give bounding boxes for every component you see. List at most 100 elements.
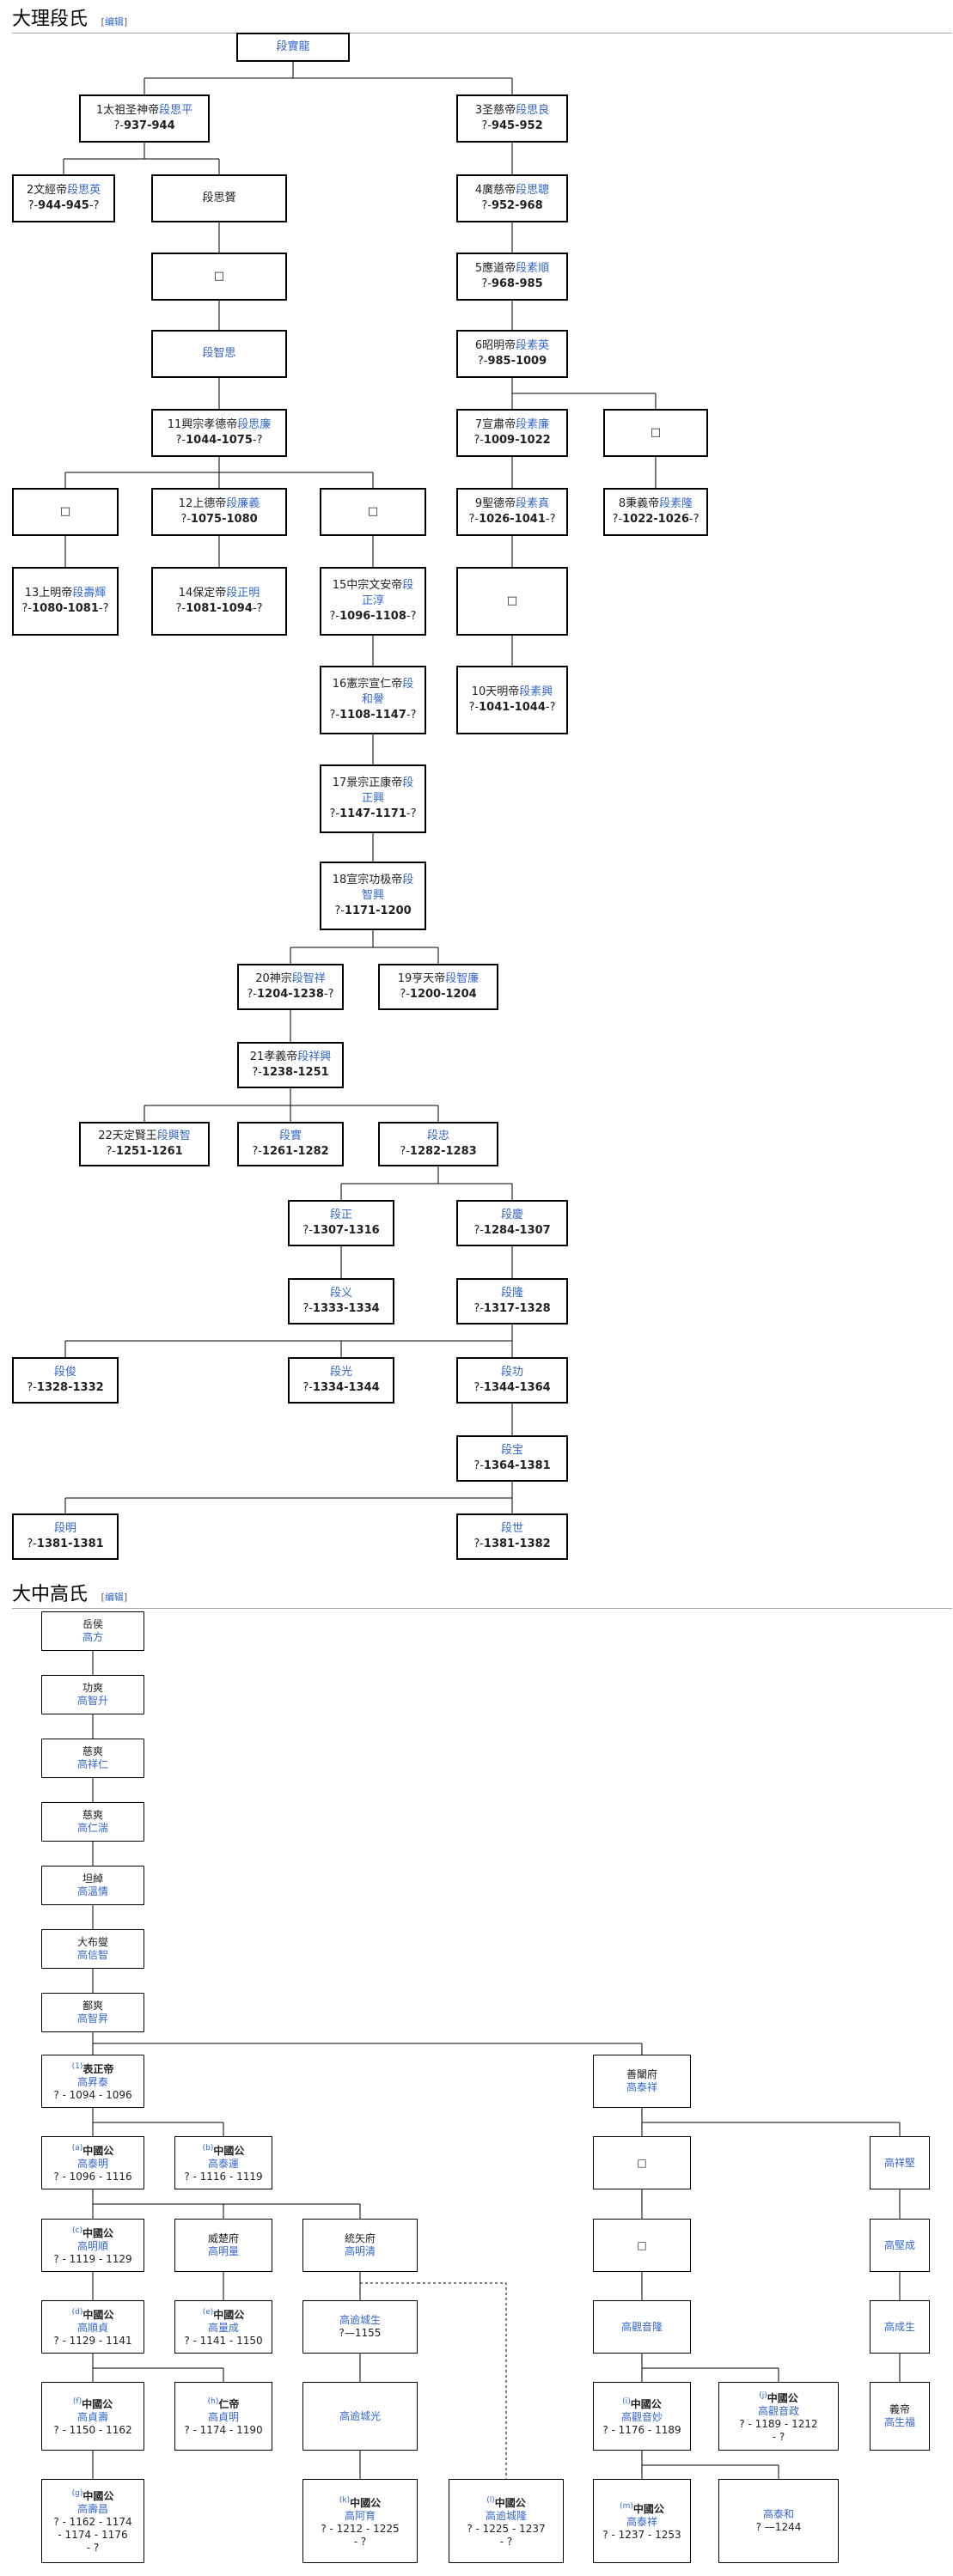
person-line: ?-1009-1022	[473, 433, 550, 448]
person-link[interactable]: 高方	[82, 1631, 103, 1643]
person-link[interactable]: 段思聰	[516, 184, 550, 197]
person-link[interactable]: 段正	[329, 1209, 352, 1221]
person-text: - ?	[86, 2542, 100, 2554]
person-line: 功爽	[82, 1682, 103, 1695]
person-line: 義帝	[889, 2403, 910, 2416]
person-text: 19亨天帝	[397, 972, 446, 985]
person-box: 段义?-1333-1334	[288, 1278, 394, 1325]
tree-connector	[64, 457, 374, 488]
person-link[interactable]: 段	[402, 579, 414, 592]
person-link[interactable]: 段正明	[226, 587, 260, 600]
person-link[interactable]: 段素真	[516, 497, 550, 510]
person-link[interactable]: 段俊	[53, 1366, 76, 1379]
person-link[interactable]: 段智廉	[445, 972, 480, 985]
person-link[interactable]: 段明	[53, 1522, 76, 1535]
person-link[interactable]: 段忠	[426, 1130, 449, 1142]
person-link[interactable]: 段素英	[516, 339, 550, 352]
person-link[interactable]: 段實	[278, 1130, 302, 1142]
person-link[interactable]: 高泰運	[207, 2158, 239, 2170]
person-link[interactable]: 段功	[500, 1366, 523, 1379]
edit-link[interactable]: 编辑	[104, 16, 124, 27]
person-link[interactable]: 高生福	[883, 2416, 915, 2428]
person-link[interactable]: 段素廉	[516, 418, 550, 431]
person-link[interactable]: 高順貞	[76, 2322, 108, 2334]
person-link[interactable]: 高智升	[76, 1695, 108, 1707]
person-link[interactable]: 高信智	[76, 1949, 108, 1961]
person-link[interactable]: 高觀音政	[757, 2404, 799, 2417]
person-link[interactable]: 高逾城隆	[485, 2509, 527, 2522]
person-link[interactable]: 段慶	[500, 1209, 523, 1221]
person-link[interactable]: 段思平	[159, 104, 193, 117]
person-link[interactable]: 高祥仁	[76, 1758, 108, 1770]
person-text: 大布燮	[76, 1936, 108, 1948]
person-text: ?-	[252, 1066, 262, 1079]
person-link[interactable]: 高明順	[76, 2240, 108, 2252]
person-link[interactable]: 段祥興	[297, 1050, 332, 1063]
person-link[interactable]: 高泰明	[76, 2158, 108, 2170]
edit-link[interactable]: 编辑	[104, 1592, 124, 1603]
person-box: 善闡府高泰祥	[593, 2055, 691, 2108]
person-text: -?	[323, 988, 334, 1001]
person-link[interactable]: 正興	[361, 792, 384, 805]
person-link[interactable]: 段宝	[500, 1444, 523, 1457]
person-line: 22天定賢王段興智	[98, 1129, 191, 1144]
footnote-marker: (h)	[207, 2397, 219, 2406]
person-link[interactable]: 高逾城生	[339, 2314, 381, 2326]
person-text: ?-	[302, 1224, 313, 1237]
person-link[interactable]: 段	[402, 678, 414, 691]
person-link[interactable]: 段素順	[516, 262, 550, 275]
person-link[interactable]: 高阿育	[344, 2509, 376, 2522]
person-link[interactable]: 高智昇	[76, 2013, 108, 2025]
person-link[interactable]: 段思良	[516, 104, 550, 117]
person-link[interactable]: 段义	[329, 1287, 352, 1300]
edit-section-link: [编辑]	[101, 1592, 128, 1603]
person-link[interactable]: 段	[402, 874, 414, 886]
person-link[interactable]: 和譽	[361, 693, 384, 706]
person-link[interactable]: 高溫情	[76, 1885, 108, 1897]
person-box: 17景宗正康帝段正興?-1147-1171-?	[320, 764, 426, 833]
person-link[interactable]: 高貞壽	[76, 2411, 108, 2423]
person-link[interactable]: 高明量	[207, 2245, 239, 2257]
person-link[interactable]: 段素興	[519, 685, 553, 698]
person-link[interactable]: 段	[402, 776, 414, 789]
person-link[interactable]: 高明清	[344, 2245, 376, 2257]
person-text: ?-	[302, 1381, 313, 1394]
person-link[interactable]: 段素隆	[659, 497, 693, 510]
person-link[interactable]: 高泰和	[762, 2508, 794, 2520]
person-link[interactable]: 高量成	[207, 2322, 239, 2334]
person-link[interactable]: 正淳	[361, 594, 384, 607]
person-link[interactable]: 段智思	[202, 347, 236, 360]
person-link[interactable]: 高昇泰	[76, 2076, 108, 2088]
person-line: 段义	[330, 1286, 352, 1301]
person-line: (i)中國公	[622, 2396, 662, 2411]
person-link[interactable]: 段壽輝	[72, 587, 107, 600]
person-link[interactable]: 高堅成	[883, 2238, 915, 2251]
person-line: ? - 1174 - 1190	[184, 2424, 262, 2437]
person-link[interactable]: 高逾城光	[339, 2409, 381, 2422]
person-link[interactable]: 高仁湍	[76, 1822, 108, 1834]
person-link[interactable]: 段世	[500, 1522, 523, 1535]
person-link[interactable]: 段思廉	[237, 418, 272, 431]
person-box: □	[151, 253, 287, 301]
person-link[interactable]: 段廉義	[226, 497, 260, 510]
person-link[interactable]: 高泰祥	[626, 2081, 657, 2093]
person-link[interactable]: 智興	[361, 889, 384, 902]
person-line: 段實	[279, 1129, 302, 1144]
person-link[interactable]: 高觀音隆	[620, 2320, 663, 2333]
person-link[interactable]: 高泰祥	[626, 2516, 657, 2528]
tree-connector	[63, 143, 220, 174]
person-link[interactable]: 段興智	[156, 1130, 191, 1142]
person-link[interactable]: 高貞明	[207, 2411, 239, 2423]
person-link[interactable]: 高壽昌	[76, 2503, 108, 2515]
person-link[interactable]: 段智祥	[291, 972, 326, 985]
person-link[interactable]: 段思英	[67, 184, 101, 197]
person-link[interactable]: 高觀音妙	[620, 2411, 663, 2423]
person-link[interactable]: 段實龍	[276, 40, 310, 53]
person-text: 慈爽	[82, 1745, 103, 1757]
person-link[interactable]: 高成生	[883, 2320, 915, 2333]
person-link[interactable]: 段隆	[500, 1287, 523, 1300]
person-link[interactable]: 高祥堅	[883, 2156, 915, 2169]
person-link[interactable]: 段光	[329, 1366, 352, 1379]
person-line: ?-1022-1026-?	[613, 512, 699, 527]
